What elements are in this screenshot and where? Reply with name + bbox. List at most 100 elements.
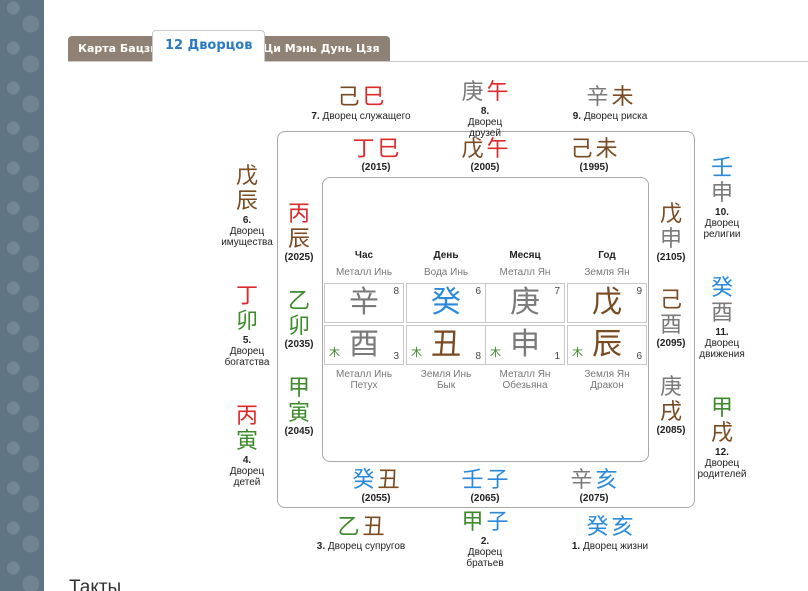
palace-name: Дворец имущества [221,226,273,248]
luck-pillar[interactable]: 丙辰(2025) [285,202,314,264]
earthly-branch: 丑 [431,327,461,362]
luck-pillar-year: (2025) [284,252,314,263]
palace-glyphs: 庚午 [459,81,511,105]
earthly-branch-cell[interactable]: 丑 8 木 [406,325,486,365]
palace-glyphs: 甲子 [457,511,513,535]
heavenly-stem: 辛 [349,285,379,320]
palace-label: 9. Дворец риска [573,111,648,122]
luck-pillar[interactable]: 己未(1995) [570,138,617,174]
zodiac-animal: Петух [350,380,378,391]
luck-pillar-year: (2015) [361,162,391,173]
luck-pillar-year: (2105) [656,252,686,263]
luck-pillar-branch: 卯 [287,314,310,339]
luck-pillar-year: (2005) [470,162,500,173]
tab-12-palaces[interactable]: 12 Дворцов [152,30,266,62]
palace-stem: 丁 [235,284,258,309]
luck-pillar-stem: 己 [659,288,682,313]
branch-element-name: Земля Инь [420,369,472,380]
luck-pillar-glyphs: 乙卯 [285,289,314,339]
luck-pillar-stem: 乙 [287,289,310,314]
palace-stem: 乙 [337,515,360,540]
luck-pillar-glyphs: 癸丑 [352,469,399,493]
luck-pillar[interactable]: 癸丑(2055) [352,469,399,505]
stem-element: Металл Инь [335,267,393,278]
palace-number: 9. [572,111,582,122]
luck-pillar[interactable]: 壬子(2065) [461,469,508,505]
palace-stem: 癸 [710,276,733,301]
palace-branch: 午 [486,80,509,105]
palace-stem: 庚 [461,80,484,105]
luck-pillar-branch: 寅 [287,401,310,426]
palace-name: Дворец религии [703,218,741,240]
luck-pillar-stem: 壬 [461,468,484,493]
hidden-stem: 木 [329,346,340,359]
hidden-stem: 木 [411,346,422,359]
luck-pillar[interactable]: 辛亥(2075) [570,469,617,505]
palace-stem: 辛 [586,85,609,110]
palace-name: Дворец детей [229,466,265,488]
palace-name: Дворец братьев [466,547,504,569]
luck-pillar[interactable]: 甲寅(2045) [285,376,314,438]
palace-branch: 子 [486,510,509,535]
luck-pillars-frame [277,131,695,508]
palace-branch: 酉 [710,301,733,326]
palace-glyphs: 癸酉 [696,276,748,326]
luck-pillar-year: (2095) [656,338,686,349]
luck-pillar[interactable]: 丁巳(2015) [352,138,399,174]
palace-number: 6. [242,215,252,226]
strength-number: 6 [636,351,642,362]
palace-label: 6.Дворец имущества [221,215,273,248]
palace-glyphs: 辛未 [573,86,648,110]
luck-pillar-branch: 未 [595,137,618,162]
palace-stem: 甲 [461,510,484,535]
palace-glyphs: 癸亥 [572,516,648,540]
palace-label: 10.Дворец религии [696,207,748,240]
luck-pillar-year: (2085) [656,425,686,436]
pillar-header: Час [354,250,374,261]
palace-label: 12.Дворец родителей [696,447,748,480]
luck-pillar-glyphs: 戊申 [657,202,686,252]
luck-pillar[interactable]: 己酉(2095) [657,288,686,350]
palace-label: 2.Дворец братьев [457,536,513,569]
strength-number: 8 [475,351,481,362]
luck-pillar-branch: 丑 [377,468,400,493]
luck-pillar[interactable]: 庚戌(2085) [657,375,686,437]
luck-pillar-glyphs: 辛亥 [570,469,617,493]
palace-glyphs: 壬申 [696,156,748,206]
palace-number: 4. [242,455,252,466]
earthly-branch: 申 [510,327,540,362]
palace-number: 5. [242,335,252,346]
luck-pillar-glyphs: 己未 [570,138,617,162]
tab-qi-men[interactable]: Ци Мэнь Дунь Цзя [253,36,390,61]
palace-number: 2. [480,536,490,547]
tab-bar: Карта Бацзы 12 Дворцов Ци Мэнь Дунь Цзя [68,30,808,62]
luck-pillar[interactable]: 戊申(2105) [657,202,686,264]
palace-label: 1. Дворец жизни [572,541,648,552]
luck-pillar[interactable]: 乙卯(2035) [285,289,314,351]
luck-pillar-year: (1995) [579,162,609,173]
palace-glyphs: 甲戌 [696,396,748,446]
palace-branch: 未 [611,85,634,110]
palace-name: Дворец риска [583,111,648,122]
luck-pillar-stem: 丙 [287,202,310,227]
palace-label: 5.Дворец богатства [221,335,273,368]
palace-branch: 辰 [235,189,258,214]
palace-glyphs: 己巳 [311,86,410,110]
luck-pillar-branch: 申 [659,227,682,252]
luck-pillar[interactable]: 戊午(2005) [461,138,508,174]
palace-branch: 亥 [611,515,634,540]
luck-pillar-stem: 己 [570,137,593,162]
